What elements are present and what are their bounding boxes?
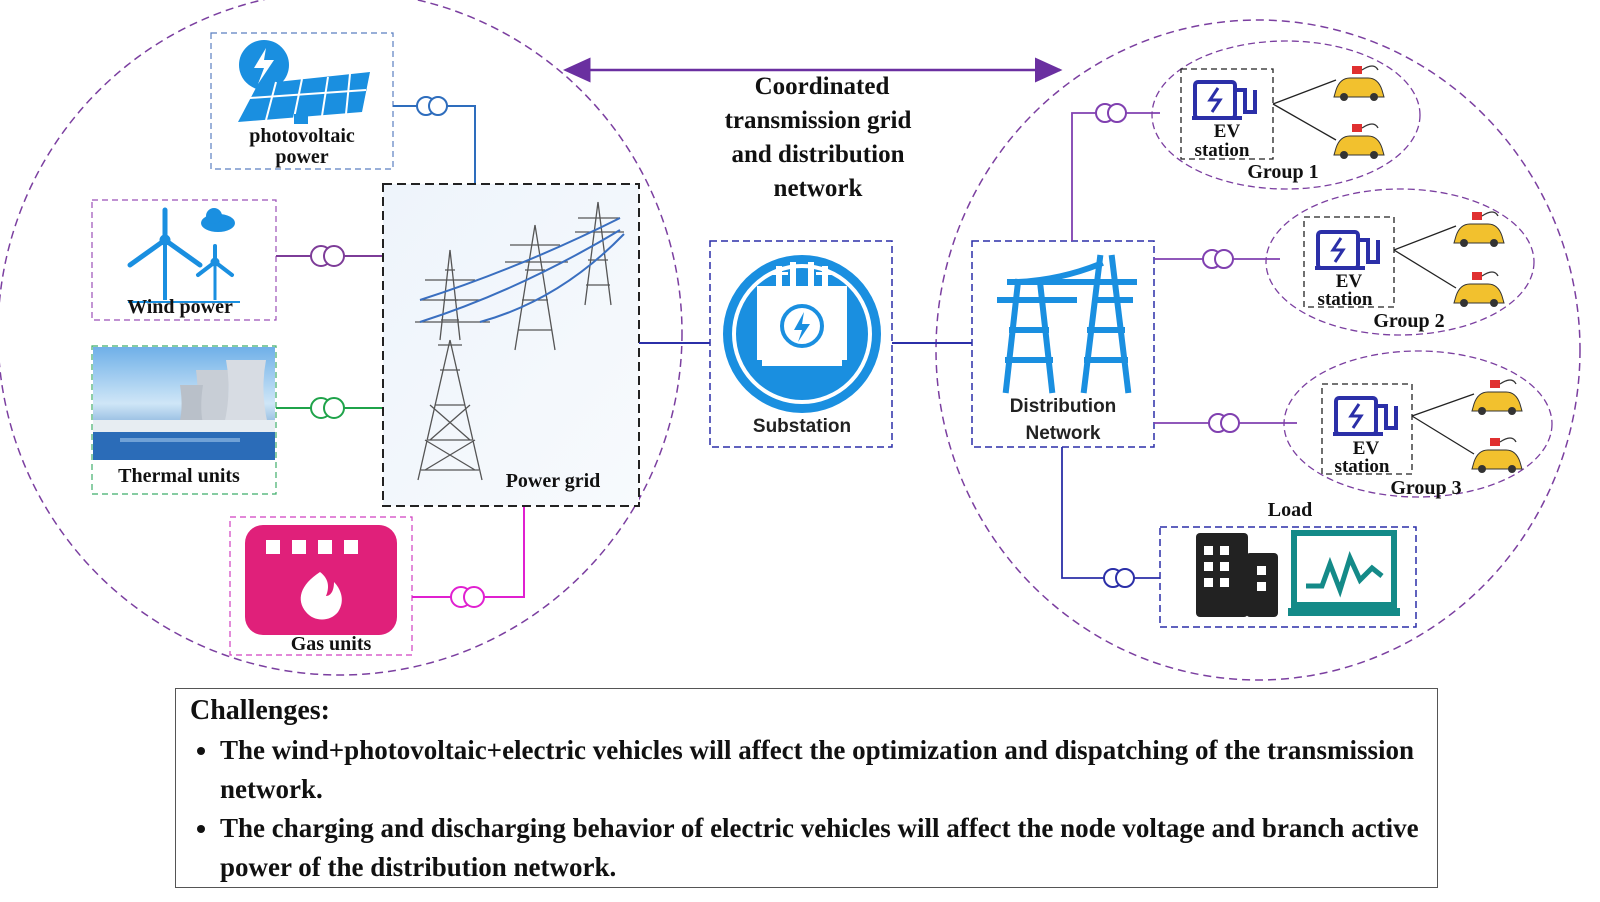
substation-icon: [723, 255, 881, 413]
gas-source: Gas units: [229, 516, 413, 656]
ev-station-label-3a: EV: [1353, 438, 1380, 459]
gas-flame-icon: [245, 525, 397, 635]
challenges-title: Challenges:: [190, 695, 330, 726]
ev-station-label-2b: station: [1318, 289, 1373, 310]
monitor-chart-icon: [1288, 530, 1400, 616]
gas-label: Gas units: [291, 633, 372, 655]
ev-charger-icon: [1192, 80, 1257, 120]
wind-transformer-icon: [310, 245, 345, 267]
substation-label: Substation: [753, 416, 851, 437]
group-1-label: Group 1: [1247, 161, 1318, 183]
power-grid-node: Power grid: [382, 183, 640, 507]
wind-source: Wind power: [91, 199, 277, 321]
ev-station-label-1b: station: [1195, 140, 1250, 161]
distribution-network-node: Distribution Network: [971, 240, 1155, 448]
substation-node: Substation: [709, 240, 893, 448]
gas-connection-line: [412, 502, 525, 598]
distribution-tower-icon: [997, 254, 1137, 394]
ev-charger-icon: [1315, 230, 1380, 270]
ev-car-icon: [1471, 437, 1523, 473]
gas-transformer-icon: [450, 586, 485, 608]
ev-car-icon: [1333, 65, 1385, 101]
pv-label-line2: power: [275, 146, 328, 168]
ev-station-label-1a: EV: [1214, 121, 1241, 142]
ev-car-icon: [1453, 271, 1505, 307]
load-transformer-icon: [1103, 568, 1135, 588]
thermal-label: Thermal units: [118, 465, 240, 487]
ev-charger-icon: [1333, 396, 1398, 436]
pv-transformer-icon: [416, 96, 448, 116]
group3-transformer-icon: [1208, 413, 1240, 433]
wind-turbine-icon: [127, 207, 240, 303]
distribution-region-circle: [935, 19, 1581, 681]
building-icon: [1196, 533, 1278, 617]
load-label: Load: [1268, 499, 1312, 521]
coordination-title-line1: Coordinated: [755, 73, 890, 100]
challenge-item: The wind+photovoltaic+electric vehicles …: [220, 731, 1423, 809]
challenge-item: The charging and discharging behavior of…: [220, 809, 1423, 887]
ev-group-2: EV station Group 2: [1265, 188, 1535, 336]
coordination-title-line3: and distribution: [732, 141, 905, 168]
thermal-source: Thermal units: [91, 345, 277, 495]
group-2-label: Group 2: [1373, 310, 1444, 332]
group1-feeder-line: [1071, 112, 1160, 241]
ev-group-1: EV station Group 1: [1151, 40, 1421, 190]
wind-label: Wind power: [127, 296, 233, 318]
thermal-transformer-icon: [310, 397, 345, 419]
pv-label-line1: photovoltaic: [249, 125, 355, 147]
power-grid-label: Power grid: [506, 470, 601, 492]
challenges-box: Challenges: The wind+photovoltaic+electr…: [175, 688, 1438, 888]
group-3-label: Group 3: [1390, 477, 1461, 499]
ev-station-label-2a: EV: [1336, 271, 1363, 292]
distribution-label-line1: Distribution: [1010, 396, 1117, 417]
pv-connection-line: [393, 105, 476, 184]
coordination-title-line4: network: [774, 175, 863, 202]
load-node: Load: [1159, 499, 1417, 628]
coordination-title-line2: transmission grid: [725, 107, 912, 134]
distribution-label-line2: Network: [1026, 423, 1101, 444]
thermal-plant-photo: [93, 347, 275, 460]
ev-car-icon: [1333, 123, 1385, 159]
transmission-region-circle: [0, 0, 683, 676]
load-feeder-line: [1061, 447, 1160, 579]
group1-transformer-icon: [1095, 103, 1127, 123]
ev-station-label-3b: station: [1335, 456, 1390, 477]
power-lines: [419, 217, 625, 323]
challenges-list: The wind+photovoltaic+electric vehicles …: [190, 731, 1423, 887]
solar-panel-icon: [238, 40, 370, 124]
group2-transformer-icon: [1202, 249, 1234, 269]
ev-group-3: EV station Group 3: [1283, 350, 1553, 499]
ev-car-icon: [1453, 211, 1505, 247]
photovoltaic-source: photovoltaic power: [210, 32, 394, 170]
ev-car-icon: [1471, 379, 1523, 415]
